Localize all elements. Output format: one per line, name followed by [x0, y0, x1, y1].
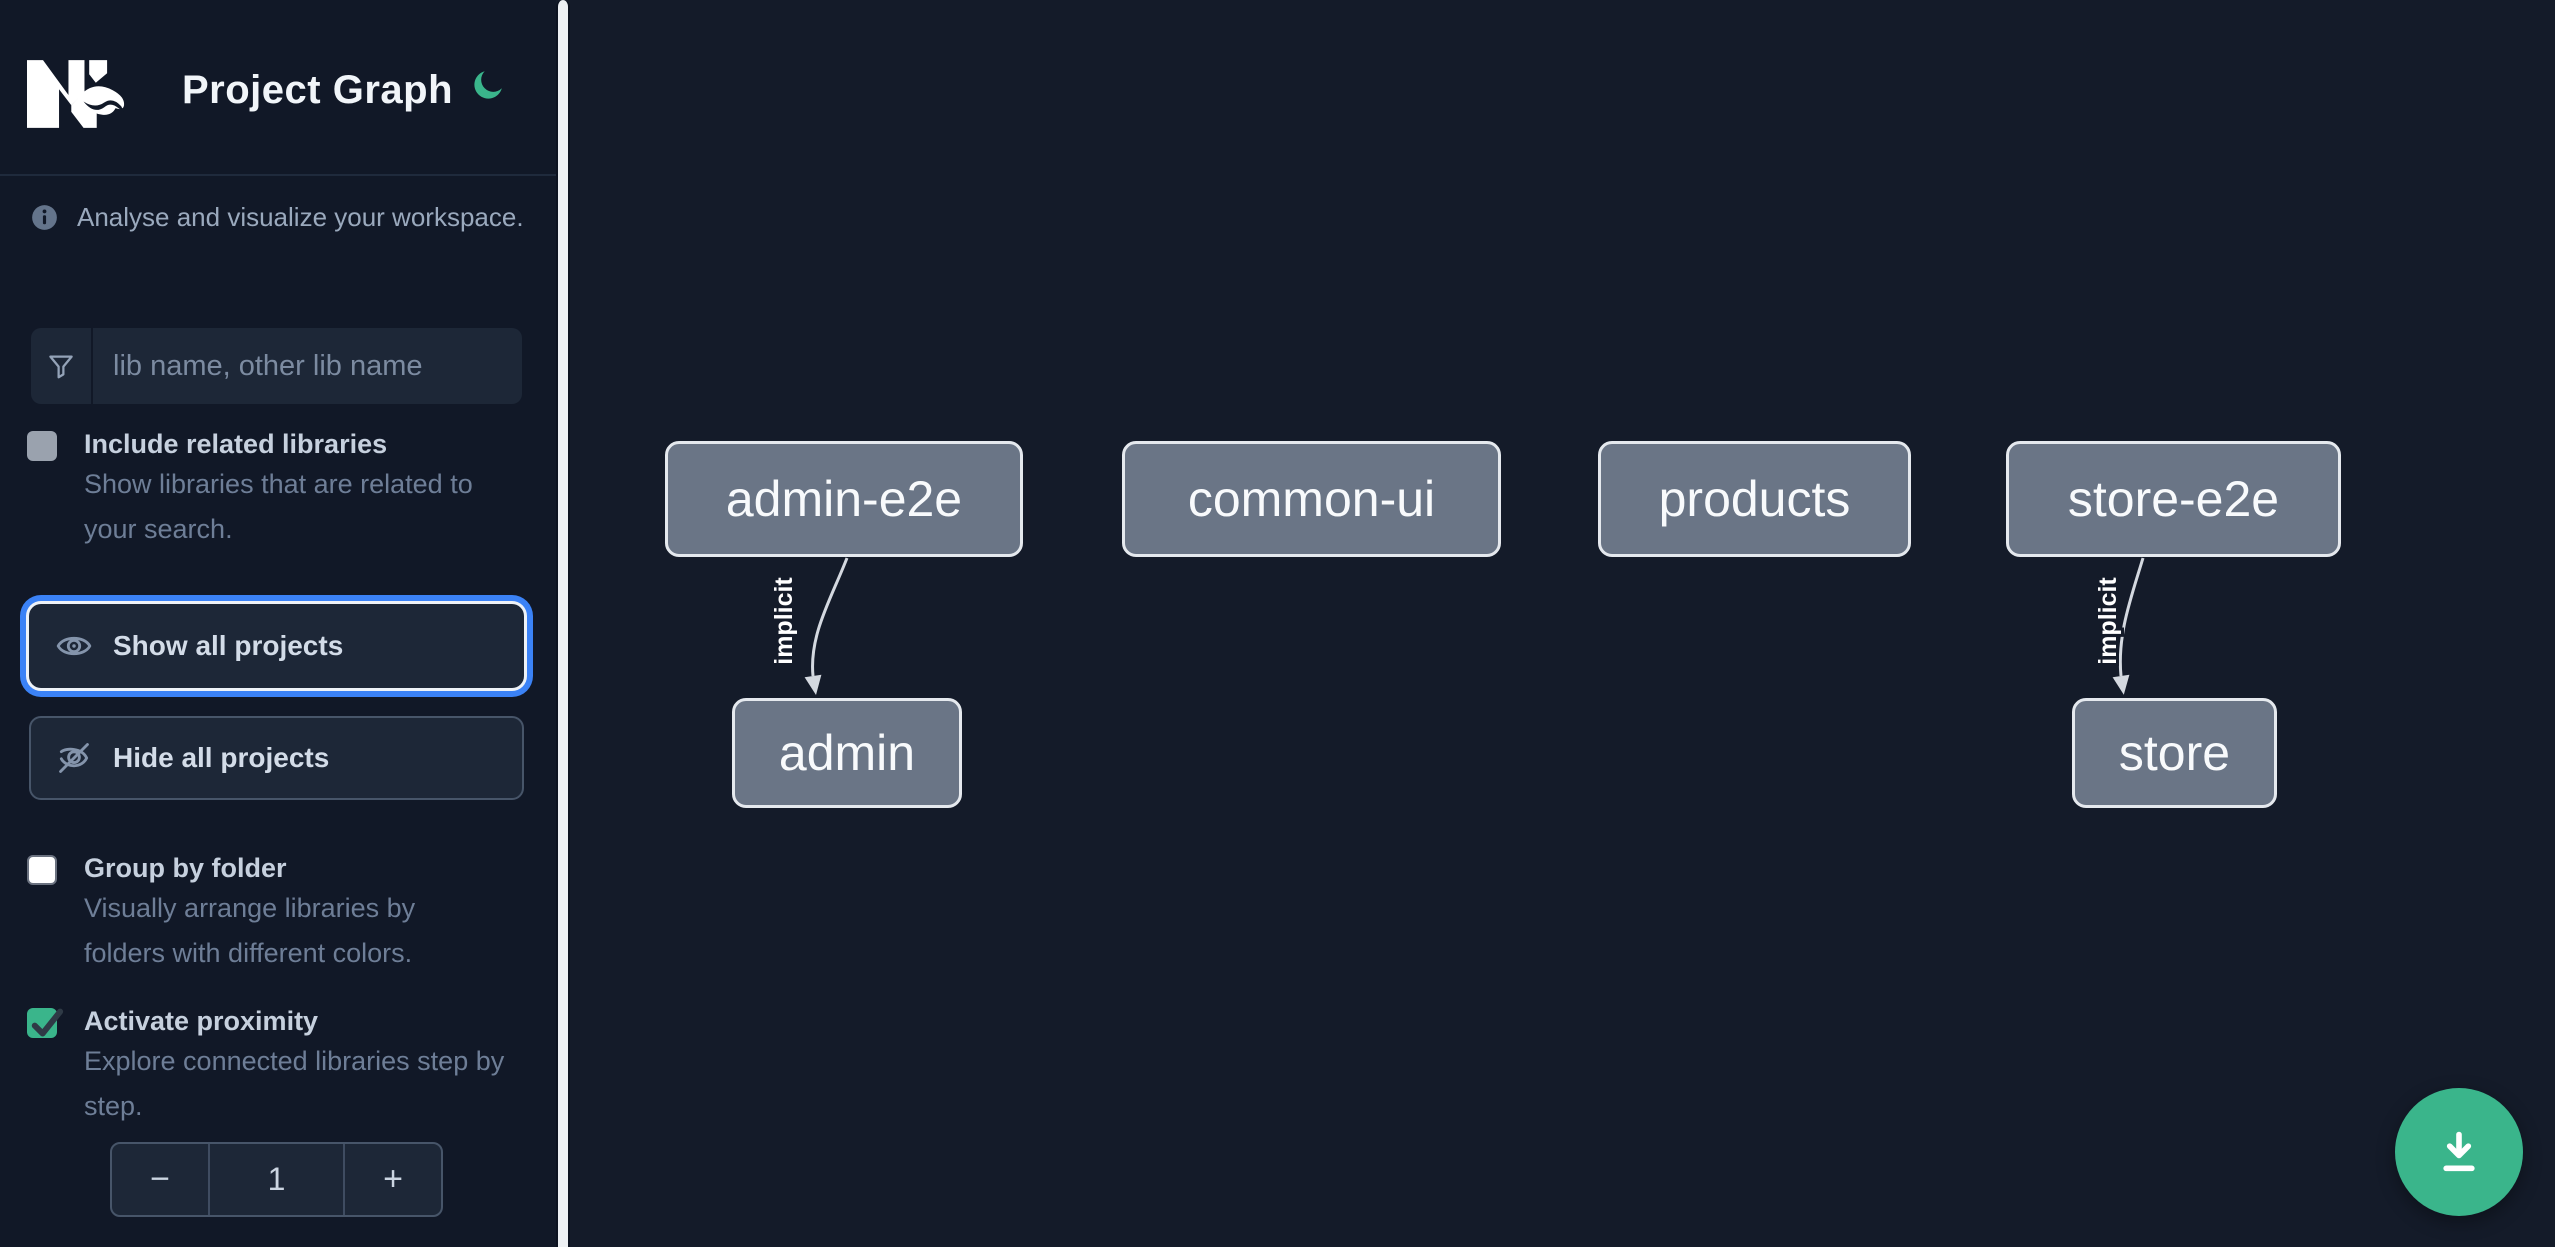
app-title: Project Graph — [182, 68, 454, 112]
hide-all-projects-label: Hide all projects — [113, 742, 330, 773]
group-by-folder-label: Group by folder — [84, 853, 287, 883]
graph-edges: implicit implicit — [767, 557, 2145, 695]
proximity-stepper: − 1 + — [110, 1142, 443, 1217]
filter-box — [31, 328, 522, 404]
arrowhead-icon — [2112, 674, 2130, 695]
group-by-folder-description: Visually arrange libraries by folders wi… — [84, 893, 416, 968]
node-store[interactable]: store — [2072, 698, 2277, 808]
tagline-text: Analyse and visualize your workspace. — [77, 202, 524, 232]
group-by-folder-checkbox[interactable] — [27, 855, 57, 885]
node-store-e2e[interactable]: store-e2e — [2006, 441, 2341, 557]
arrowhead-icon — [804, 674, 822, 695]
download-icon — [2443, 1131, 2475, 1172]
edge-admin-e2e-admin — [811, 557, 849, 677]
edge-label-implicit: implicit — [2094, 577, 2122, 665]
project-graph-canvas[interactable]: implicit implicit admin-e2e common-ui pr… — [570, 0, 2555, 1247]
stepper-value[interactable]: 1 — [208, 1144, 345, 1215]
activate-proximity-description: Explore connected libraries step by step… — [84, 1046, 505, 1121]
nx-logo-icon — [27, 60, 125, 128]
moon-icon — [474, 70, 502, 99]
sidebar-header: Project Graph — [0, 0, 556, 176]
node-admin[interactable]: admin — [732, 698, 962, 808]
check-icon — [31, 1008, 64, 1037]
tagline: Analyse and visualize your workspace. — [31, 202, 524, 233]
info-icon — [32, 205, 57, 230]
node-common-ui[interactable]: common-ui — [1122, 441, 1501, 557]
include-related-description: Show libraries that are related to your … — [84, 469, 473, 544]
increment-button[interactable]: + — [345, 1144, 441, 1215]
theme-toggle-button[interactable] — [468, 66, 508, 106]
show-all-projects-button[interactable]: Show all projects — [29, 604, 524, 688]
decrement-button[interactable]: − — [112, 1144, 208, 1215]
edge-label-implicit: implicit — [770, 577, 798, 665]
show-all-projects-label: Show all projects — [113, 630, 344, 661]
activate-proximity-checkbox[interactable] — [27, 1008, 64, 1038]
filter-funnel-icon — [49, 355, 73, 379]
filter-input[interactable] — [93, 328, 522, 404]
node-products[interactable]: products — [1598, 441, 1911, 557]
download-image-button[interactable] — [2395, 1088, 2523, 1216]
sidebar: Project Graph Analyse and visualize your… — [0, 0, 556, 1247]
activate-proximity-label: Activate proximity — [84, 1006, 319, 1036]
hide-all-projects-button[interactable]: Hide all projects — [29, 716, 524, 800]
eye-icon — [56, 636, 92, 656]
sidebar-scrollbar[interactable] — [556, 0, 570, 1247]
include-related-checkbox[interactable] — [27, 431, 57, 461]
eye-slash-icon — [59, 743, 89, 773]
include-related-label: Include related libraries — [84, 429, 388, 459]
filter-icon-cell — [31, 328, 93, 404]
node-admin-e2e[interactable]: admin-e2e — [665, 441, 1023, 557]
edge-store-e2e-store — [2118, 557, 2145, 677]
